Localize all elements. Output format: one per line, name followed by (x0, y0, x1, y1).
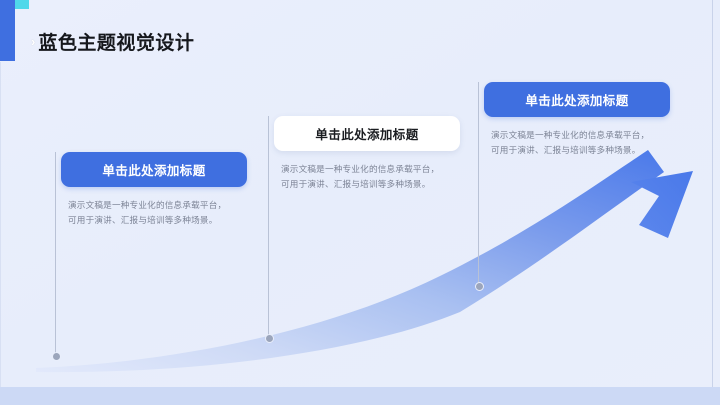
connector-dot-1 (52, 352, 61, 361)
milestone-body-3-line-2: 可用于演讲、汇报与培训等多种场景。 (491, 145, 641, 156)
milestone-body-2-line-2: 可用于演讲、汇报与培训等多种场景。 (281, 179, 431, 190)
milestone-body-1-line-1: 演示文稿是一种专业化的信息承载平台， (68, 200, 227, 210)
milestone-body-1: 演示文稿是一种专业化的信息承载平台， 可用于演讲、汇报与培训等多种场景。 (61, 198, 247, 228)
accent-square (15, 0, 29, 9)
right-guide-rule (712, 0, 713, 387)
accent-bar (0, 0, 15, 61)
left-guide-rule (0, 62, 1, 387)
connector-dot-2 (265, 334, 274, 343)
milestone-title-2[interactable]: 单击此处添加标题 (274, 116, 460, 151)
milestone-body-2-line-1: 演示文稿是一种专业化的信息承载平台， (281, 164, 440, 174)
bottom-band (0, 387, 720, 405)
milestone-card-1[interactable]: 单击此处添加标题 演示文稿是一种专业化的信息承载平台， 可用于演讲、汇报与培训等… (61, 152, 247, 228)
milestone-card-3[interactable]: 单击此处添加标题 演示文稿是一种专业化的信息承载平台， 可用于演讲、汇报与培训等… (484, 82, 670, 158)
milestone-body-2: 演示文稿是一种专业化的信息承载平台， 可用于演讲、汇报与培训等多种场景。 (274, 162, 460, 192)
milestone-body-3-line-1: 演示文稿是一种专业化的信息承载平台， (491, 130, 650, 140)
milestone-body-1-line-2: 可用于演讲、汇报与培训等多种场景。 (68, 215, 218, 226)
page-title-text: 蓝色主题视觉设计 (38, 33, 195, 54)
milestone-title-3[interactable]: 单击此处添加标题 (484, 82, 670, 117)
page-title: › 蓝色主题视觉设计 (31, 28, 194, 55)
connector-line-3 (478, 82, 479, 285)
milestone-card-2[interactable]: 单击此处添加标题 演示文稿是一种专业化的信息承载平台， 可用于演讲、汇报与培训等… (274, 116, 460, 192)
connector-dot-3 (475, 282, 484, 291)
milestone-body-3: 演示文稿是一种专业化的信息承载平台， 可用于演讲、汇报与培训等多种场景。 (484, 128, 670, 158)
milestone-title-1[interactable]: 单击此处添加标题 (61, 152, 247, 187)
connector-line-2 (268, 116, 269, 337)
connector-line-1 (55, 152, 56, 355)
chevron-right-icon: › (31, 34, 36, 49)
